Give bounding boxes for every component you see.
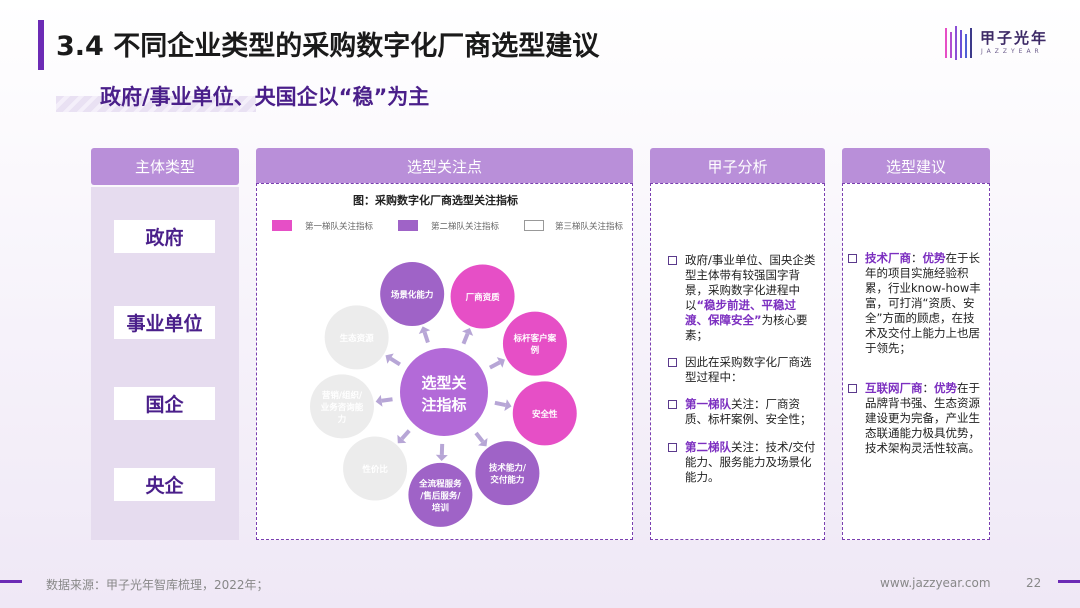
center-node-label: 选型关 (421, 374, 466, 392)
indicator-node-tier3 (324, 305, 389, 370)
arrow-head-icon (375, 394, 383, 407)
logo: 甲子光年 JAZZYEAR (944, 22, 1054, 70)
indicator-node-label: 交付能力 (490, 475, 524, 486)
bullet-square-icon (668, 358, 677, 367)
logo-name: 甲子光年 (980, 29, 1049, 47)
indicator-node-label: 营销/组织/ (322, 390, 363, 401)
indicator-node-tier3 (310, 374, 375, 439)
indicator-node-label: /售后服务/ (420, 490, 461, 501)
col-header-focus: 选型关注点 (256, 148, 633, 185)
logo-icon (945, 26, 972, 60)
arrow-head-icon (478, 437, 488, 447)
indicator-node-tier3 (343, 436, 408, 501)
indicator-node-label: 例 (531, 345, 540, 356)
bullet-square-icon (668, 400, 677, 409)
arrow-shaft (381, 397, 393, 403)
indicator-node-label: 全流程服务 (418, 478, 462, 489)
indicator-node-label: 力 (338, 414, 347, 425)
center-node (400, 348, 488, 436)
arrow-shaft (474, 431, 485, 443)
chart-title: 图：采购数字化厂商选型关注指标 (353, 194, 518, 207)
analysis-point-4: 第二梯队关注：技术/交付能力、服务能力及场景化能力。 (668, 440, 818, 485)
analysis-point-3: 第一梯队关注：厂商资质、标杆案例、安全性； (668, 397, 818, 427)
legend-swatch-tier3 (524, 220, 544, 231)
arrow-head-icon (418, 326, 431, 334)
legend-label-tier1: 第一梯队关注指标 (305, 222, 374, 232)
arrow-shaft (488, 360, 501, 370)
arrow-head-icon (496, 357, 505, 368)
bullet-square-icon (668, 443, 677, 452)
advice-column-body (842, 183, 990, 540)
indicator-node-label: 业务咨询能 (321, 402, 364, 413)
arrow-shaft (494, 400, 507, 408)
page-number: 22 (1026, 576, 1042, 590)
legend-label-tier2: 第二梯队关注指标 (431, 222, 500, 232)
col-header-analysis: 甲子分析 (650, 148, 825, 185)
analysis-point-1: 政府/事业单位、国央企类型主体带有较强国字背景，采购数字化进程中以“稳步前进、平… (668, 253, 818, 343)
bullet-square-icon (668, 256, 677, 265)
arrow-head-icon (397, 434, 407, 444)
center-node-label: 注指标 (421, 396, 466, 414)
indicator-node-label: 性价比 (362, 464, 388, 475)
indicator-node-label: 厂商资质 (466, 292, 501, 303)
arrow-head-icon (385, 353, 394, 364)
indicator-node-tier1 (450, 264, 515, 329)
arrow-shaft (461, 332, 470, 345)
arrow-head-icon (504, 399, 512, 411)
entity-public-institution: 事业单位 (114, 306, 215, 339)
arrow-head-icon (462, 328, 474, 336)
indicator-node-label: 培训 (432, 502, 450, 513)
page-title: 3.4 不同企业类型的采购数字化厂商选型建议 (56, 31, 600, 62)
advice-point-tech-vendor: 技术厂商：优势在于长年的项目实施经验积累，行业know-how丰富，可打消“资质… (848, 251, 982, 356)
footer-accent-left (0, 580, 22, 583)
subtitle: 政府/事业单位、央国企以“稳”为主 (100, 85, 430, 109)
entity-central-soe: 央企 (114, 468, 215, 501)
arrow-head-icon (435, 454, 448, 461)
arrow-shaft (400, 429, 411, 441)
footer-url[interactable]: www.jazzyear.com (880, 576, 991, 590)
analysis-column-body (650, 183, 825, 540)
indicator-node-tier1 (502, 311, 567, 376)
logo-sub: JAZZYEAR (981, 48, 1043, 55)
advice-point-internet-vendor: 互联网厂商：优势在于品牌背书强、生态资源建设更为完备，产业生态联通能力极具优势，… (848, 381, 982, 456)
analysis-point-2: 因此在采购数字化厂商选型过程中： (668, 355, 818, 385)
title-accent-bar (38, 20, 44, 70)
indicator-node-tier2 (475, 441, 540, 506)
footer-accent-right (1058, 580, 1080, 583)
indicator-node-tier2 (408, 462, 473, 527)
col-header-advice: 选型建议 (842, 148, 990, 185)
entity-state-owned: 国企 (114, 387, 215, 420)
indicator-node-label: 生态资源 (340, 333, 375, 344)
col-header-entity: 主体类型 (91, 148, 239, 185)
indicator-node-label: 场景化能力 (391, 290, 434, 301)
arrow-shaft (422, 331, 430, 344)
legend-swatch-tier2 (398, 220, 418, 231)
subtitle-decoration (56, 96, 256, 112)
entity-government: 政府 (114, 220, 215, 253)
legend-swatch-tier1 (272, 220, 292, 231)
indicator-node-tier1 (512, 381, 577, 446)
indicator-node-label: 标杆客户案 (513, 333, 557, 344)
footer-source: 数据来源：甲子光年智库梳理，2022年； (46, 578, 269, 592)
bullet-square-icon (848, 384, 857, 393)
legend-label-tier3: 第三梯队关注指标 (555, 222, 624, 232)
indicator-node-tier2 (380, 262, 445, 327)
indicator-node-label: 安全性 (532, 409, 558, 420)
bullet-square-icon (848, 254, 857, 263)
indicator-node-label: 技术能力/ (489, 463, 527, 474)
arrow-shaft (389, 356, 401, 367)
